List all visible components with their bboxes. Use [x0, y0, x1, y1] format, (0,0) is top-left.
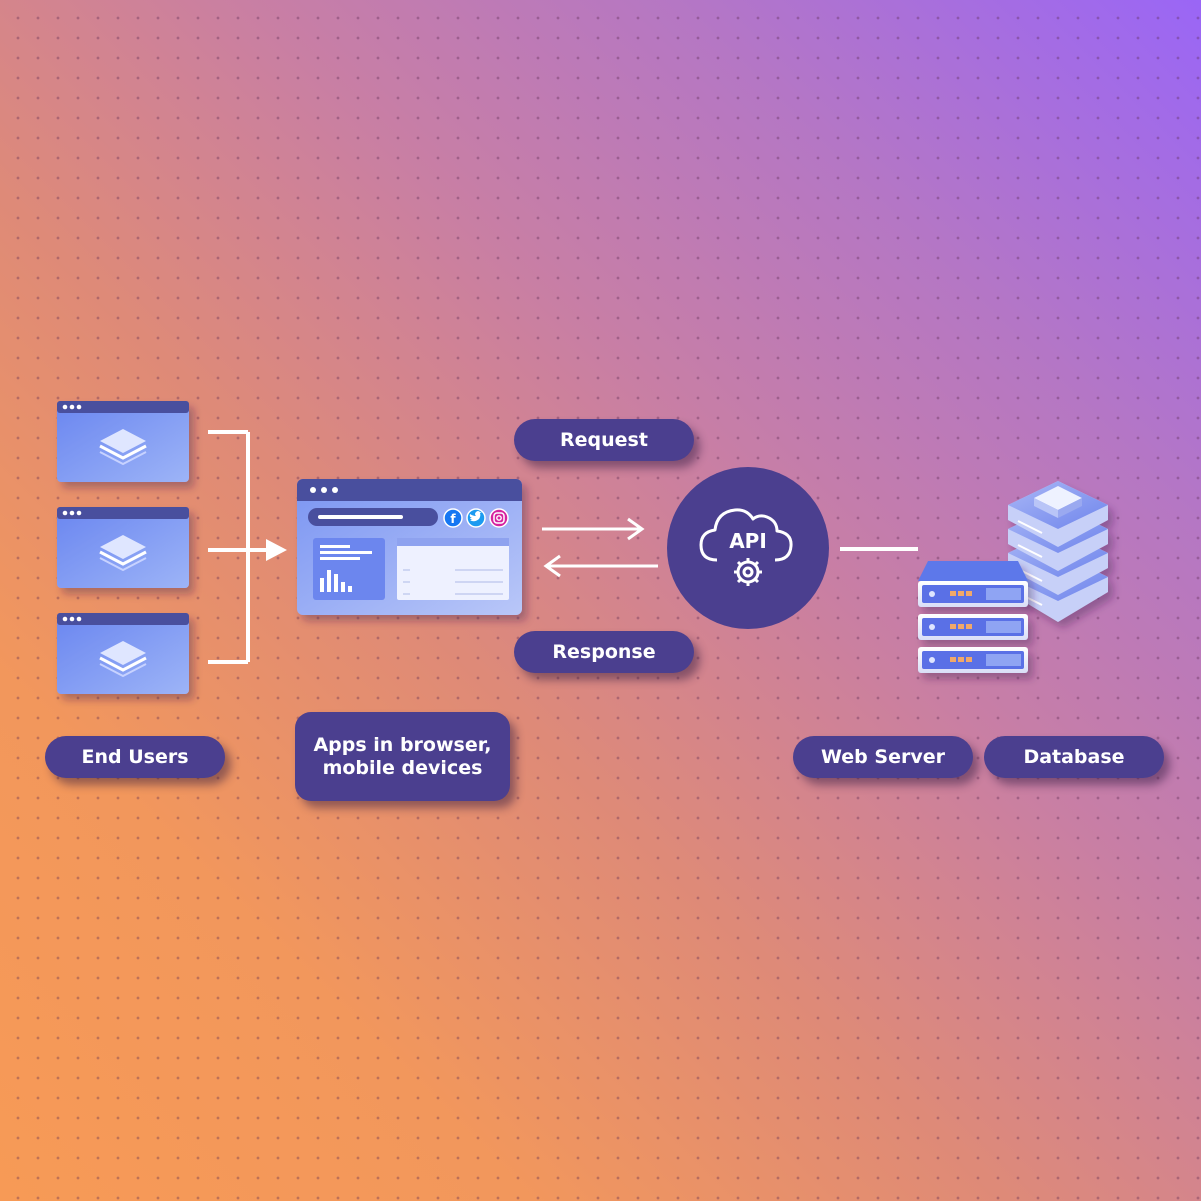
svg-text:f: f — [450, 512, 456, 526]
end-user-window-1 — [57, 401, 189, 482]
request-label: Request — [514, 419, 694, 461]
server-unit — [918, 561, 1028, 607]
table-panel — [397, 538, 509, 600]
layers-stack-icon — [99, 641, 147, 678]
api-node: API — [667, 467, 829, 629]
response-arrow — [543, 554, 658, 578]
layers-stack-icon — [99, 535, 147, 572]
api-cloud-gear-icon — [699, 508, 793, 586]
database-stack-icon — [1008, 481, 1108, 622]
chart-panel — [313, 538, 385, 600]
api-label: API — [729, 529, 767, 553]
end-user-window-3 — [57, 613, 189, 694]
server-unit — [918, 614, 1028, 640]
layers-stack-icon — [99, 429, 147, 466]
end-user-window-2 — [57, 507, 189, 588]
twitter-icon — [466, 508, 486, 528]
apps-label: Apps in browser, mobile devices — [295, 712, 510, 801]
response-label: Response — [514, 631, 694, 673]
instagram-icon — [489, 508, 509, 528]
arrow-right-icon — [266, 539, 287, 561]
end-users-label: End Users — [45, 736, 225, 778]
database-label: Database — [984, 736, 1164, 778]
request-arrow — [542, 517, 645, 541]
facebook-icon: f — [443, 508, 463, 528]
app-window: f — [297, 479, 522, 615]
users-connector — [208, 430, 268, 664]
server-unit — [918, 647, 1028, 673]
server-rack-icon — [918, 561, 1028, 673]
web-server-label: Web Server — [793, 736, 973, 778]
